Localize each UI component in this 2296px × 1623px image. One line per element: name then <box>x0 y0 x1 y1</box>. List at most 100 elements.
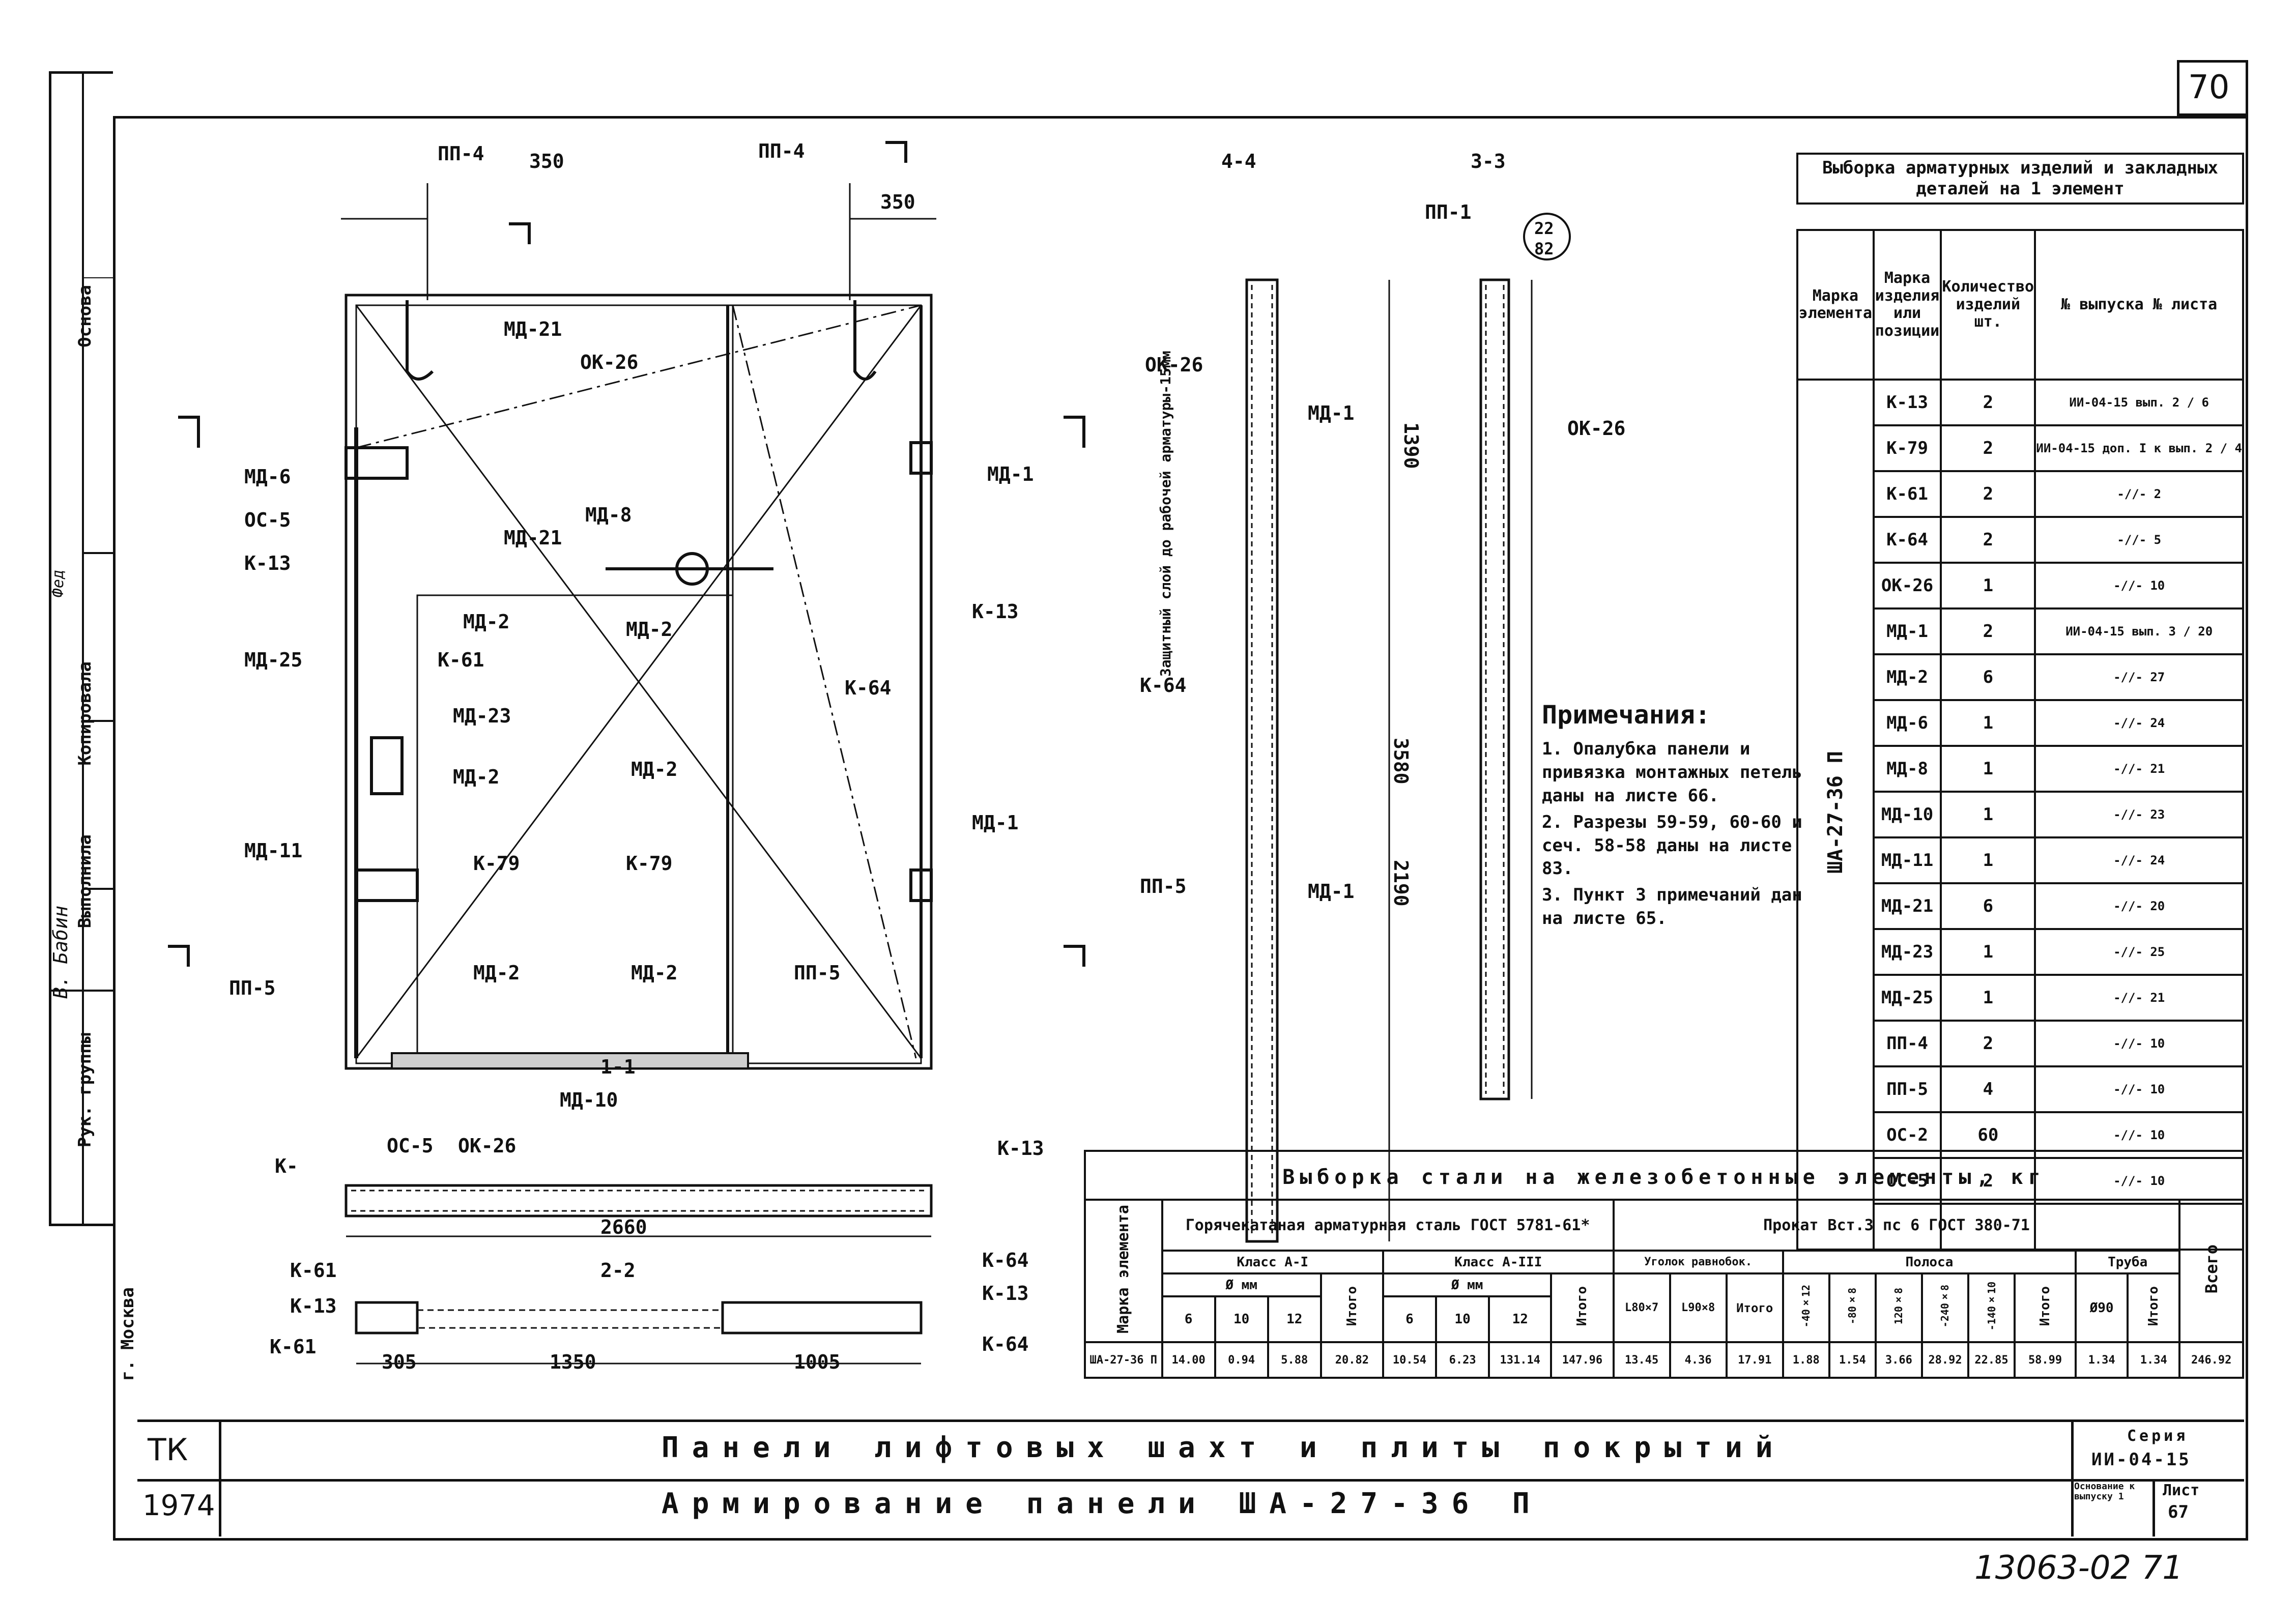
label-k79-left: К-79 <box>473 852 520 875</box>
label-pp5-right: ПП-5 <box>794 962 841 984</box>
label-md11: МД-11 <box>244 839 302 862</box>
steel-dia-2: Ø мм <box>1382 1272 1553 1297</box>
sel-cell-mark: МД-6 <box>1872 699 1942 747</box>
sel-cell-mark: МД-8 <box>1872 745 1942 793</box>
steel-strip-3: 120×8 <box>1874 1272 1923 1343</box>
label-k13-s22b: К-13 <box>982 1282 1029 1305</box>
steel-cell: 28.92 <box>1920 1341 1970 1379</box>
label-k61: К-61 <box>438 649 484 671</box>
title-block <box>137 1419 2244 1537</box>
steel-d-10a: 10 <box>1214 1295 1269 1343</box>
dim-3580: 3580 <box>1390 738 1412 785</box>
steel-d-6b: 6 <box>1382 1295 1438 1343</box>
sel-cell-mark: К-61 <box>1872 470 1942 518</box>
steel-cell: 1.54 <box>1828 1341 1877 1379</box>
steel-strip-1: -40×12 <box>1782 1272 1830 1343</box>
sel-cell-ref: ИИ-04-15 вып. 3 / 20 <box>2034 607 2244 655</box>
sel-cell-mark: МД-10 <box>1872 791 1942 838</box>
sel-cell-ref: -//- 2 <box>2034 470 2244 518</box>
label-section-2-2: 2-2 <box>600 1259 636 1282</box>
steel-group1: Горячекатаная арматурная сталь ГОСТ 5781… <box>1161 1199 1615 1252</box>
steel-cell: 147.96 <box>1550 1341 1615 1379</box>
label-md8: МД-8 <box>585 504 632 526</box>
steel-strip-5: -140×10 <box>1967 1272 2016 1343</box>
label-pp5-left: ПП-5 <box>229 977 276 999</box>
sel-cell-mark: МД-21 <box>1872 882 1942 930</box>
sel-cell-qty: 2 <box>1940 470 2036 518</box>
label-md2-b: МД-2 <box>626 618 673 641</box>
steel-strip-2: -80×8 <box>1828 1272 1877 1343</box>
sel-cell-ref: ИИ-04-15 вып. 2 / 6 <box>2034 379 2244 426</box>
section-1-1 <box>345 1184 933 1218</box>
steel-subtotal-1: Итого <box>1319 1272 1384 1343</box>
steel-cell: 14.00 <box>1161 1341 1216 1379</box>
series-value: ИИ-04-15 <box>2091 1450 2191 1470</box>
steel-cell: 1.34 <box>2075 1341 2129 1379</box>
sel-cell-qty: 6 <box>1940 882 2036 930</box>
steel-cell: 22.85 <box>1967 1341 2016 1379</box>
note-2: 2. Разрезы 59-59, 60-60 и сеч. 58-58 дан… <box>1542 811 1802 879</box>
sel-cell-qty: 1 <box>1940 928 2036 976</box>
sel-header-item: Марка изделия или позиции <box>1872 229 1942 381</box>
steel-d-10b: 10 <box>1435 1295 1490 1343</box>
sel-element-mark: ША-27-36 П <box>1796 379 1875 1251</box>
label-md1-bottom: МД-1 <box>972 811 1019 834</box>
steel-col-mark: Марка элемента <box>1084 1199 1163 1343</box>
label-section-4-4: 4-4 <box>1221 150 1256 172</box>
steel-cell: 1.34 <box>2127 1341 2181 1379</box>
sel-cell-mark: МД-25 <box>1872 974 1942 1022</box>
label-k61-s22b: К-61 <box>270 1336 317 1358</box>
sheet-label: Лист <box>2163 1482 2200 1499</box>
sel-cell-mark: МД-1 <box>1872 607 1942 655</box>
drawing-frame <box>113 116 2248 1541</box>
section-3-3 <box>1479 278 1510 1100</box>
sel-cell-ref: -//- 27 <box>2034 653 2244 701</box>
label-pp4-right: ПП-4 <box>758 140 805 162</box>
steel-cell: 4.36 <box>1669 1341 1728 1379</box>
steel-cell: 10.54 <box>1382 1341 1438 1379</box>
sel-header-ref: № выпуска № листа <box>2034 229 2244 381</box>
sel-cell-ref: -//- 21 <box>2034 974 2244 1022</box>
sel-cell-ref: -//- 24 <box>2034 699 2244 747</box>
label-md1-s44b: МД-1 <box>1308 880 1355 903</box>
sheet-number-box <box>2177 60 2248 116</box>
steel-cell: 246.92 <box>2178 1341 2244 1379</box>
notes-block: Примечания: 1. Опалубка панели и привязк… <box>1542 702 1817 931</box>
sel-cell-qty: 2 <box>1940 379 2036 426</box>
steel-cell: 13.45 <box>1612 1341 1671 1379</box>
sel-header-qty: Количество изделий шт. <box>1940 229 2036 381</box>
sel-cell-qty: 1 <box>1940 974 2036 1022</box>
label-k-s11: К- <box>275 1155 298 1177</box>
steel-cell: 58.99 <box>2014 1341 2077 1379</box>
label-pp1: ПП-1 <box>1425 201 1472 223</box>
steel-cell: 6.23 <box>1435 1341 1490 1379</box>
label-k13-right: К-13 <box>972 600 1019 623</box>
title-line-2: Армирование панели ША-27-36 П <box>662 1487 1543 1520</box>
sel-cell-qty: 1 <box>1940 745 2036 793</box>
label-md23: МД-23 <box>453 705 511 727</box>
circle-bottom: 82 <box>1534 239 1554 258</box>
steel-angle-1: L80×7 <box>1612 1272 1671 1343</box>
steel-subtotal-4: Итого <box>2014 1272 2077 1343</box>
steel-d-12b: 12 <box>1488 1295 1553 1343</box>
sel-cell-ref: ИИ-04-15 доп. I к вып. 2 / 4 <box>2034 424 2244 472</box>
label-ok26-s11: ОК-26 <box>458 1135 516 1157</box>
steel-d-12a: 12 <box>1267 1295 1322 1343</box>
steel-class1: Класс А-I <box>1161 1250 1384 1274</box>
sel-cell-qty: 4 <box>1940 1065 2036 1113</box>
label-k64-s44: К-64 <box>1140 674 1187 697</box>
sel-cell-mark: МД-23 <box>1872 928 1942 976</box>
sel-cell-qty: 1 <box>1940 791 2036 838</box>
sel-cell-ref: -//- 20 <box>2034 882 2244 930</box>
dim-1005: 1005 <box>794 1351 841 1373</box>
sel-cell-qty: 1 <box>1940 699 2036 747</box>
dim-350-right: 350 <box>880 191 915 213</box>
steel-cell: 131.14 <box>1488 1341 1553 1379</box>
